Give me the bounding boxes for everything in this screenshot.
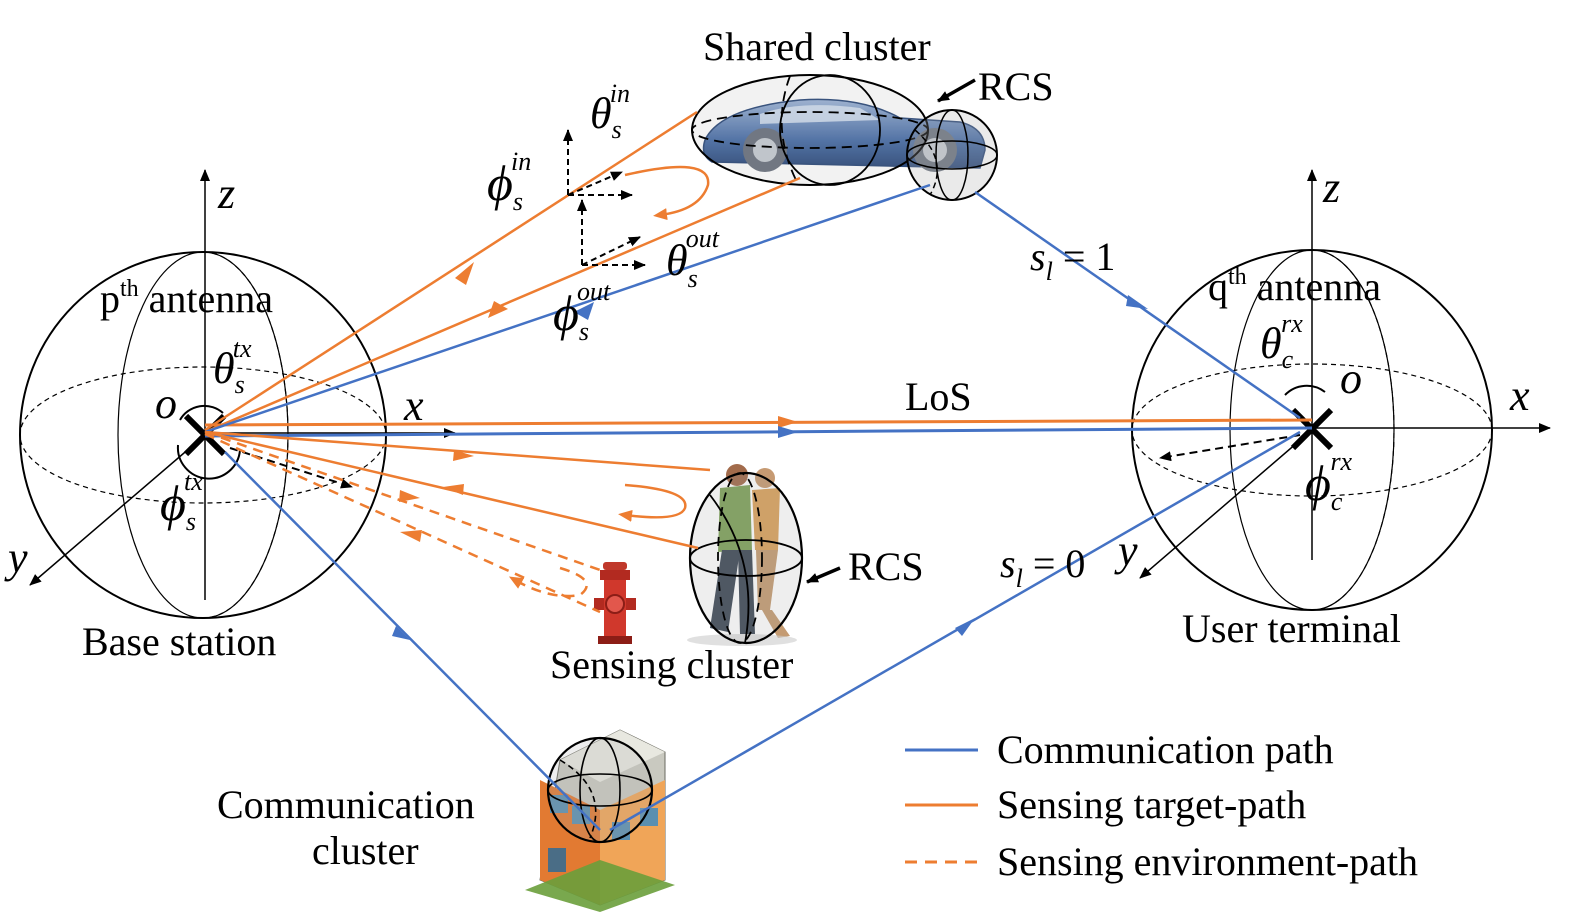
bs-y-axis-label: y <box>4 533 28 582</box>
legend-label-sensing-target: Sensing target-path <box>997 782 1306 827</box>
sensing-cluster-label: Sensing cluster <box>550 642 793 687</box>
legend-label-sensing-environment: Sensing environment-path <box>997 839 1418 884</box>
sl-equals-0-label: sl = 0 <box>1000 541 1085 593</box>
ut-origin-label: o <box>1340 354 1362 403</box>
los-sensing-path <box>204 418 1313 427</box>
los-arrow-sensing <box>778 416 798 428</box>
outgoing-angle-frame <box>577 199 646 270</box>
sensing-path-from-car <box>204 176 801 434</box>
car-bounce-loop <box>624 165 710 221</box>
sensing-path-to-car <box>204 110 698 432</box>
phi-out-label: ϕsout <box>553 277 611 346</box>
shared-cluster-ellipsoid <box>691 74 929 186</box>
rcs-label-car: RCS <box>978 64 1054 109</box>
building-image <box>525 729 675 912</box>
shared-cluster-label: Shared cluster <box>703 24 931 69</box>
bs-x-axis-label: x <box>403 381 424 430</box>
pedestrians-image <box>687 464 797 646</box>
communication-cluster-sphere <box>546 736 654 844</box>
phi-tx-label: ϕstx <box>160 467 203 536</box>
communication-path-to-building <box>224 451 601 831</box>
bs-z-axis-label: z <box>217 169 235 218</box>
sensing-path-to-pedestrians <box>204 430 711 472</box>
ut-z-axis-label: z <box>1322 163 1340 212</box>
communication-cluster-label-line2: cluster <box>312 828 419 873</box>
phi-in-label: ϕsin <box>487 147 531 216</box>
theta-rx-label: θcrx <box>1260 309 1303 374</box>
incoming-angle-frame <box>563 129 633 200</box>
legend: Communication path Sensing target-path S… <box>905 727 1418 884</box>
theta-out-label: θsout <box>666 224 720 293</box>
q-antenna-label: qth antenna <box>1208 264 1381 309</box>
theta-tx-label: θstx <box>213 334 252 399</box>
legend-item-sensing-target: Sensing target-path <box>905 782 1306 827</box>
sensing-cluster-ellipsoid <box>688 471 804 645</box>
los-communication-path <box>204 426 1313 438</box>
communication-path-to-car <box>204 183 931 434</box>
bs-origin-label: o <box>155 379 177 428</box>
rcs-sphere-car <box>906 109 998 201</box>
rcs-pointer-people <box>806 566 841 584</box>
sl-equals-1-label: sl = 1 <box>1030 234 1115 286</box>
environment-path-from-hydrant <box>204 432 601 614</box>
p-antenna-label: pth antenna <box>100 276 273 321</box>
hydrant-bounce-loop <box>508 566 588 598</box>
rcs-label-pedestrians: RCS <box>848 544 924 589</box>
communication-cluster-label-line1: Communication <box>217 782 475 827</box>
legend-item-sensing-environment: Sensing environment-path <box>905 839 1418 884</box>
base-station-label: Base station <box>82 619 276 664</box>
los-arrow-communication <box>778 426 798 438</box>
user-terminal-label: User terminal <box>1182 606 1401 651</box>
phi-rx-label: ϕcrx <box>1305 447 1353 516</box>
legend-item-communication: Communication path <box>905 727 1334 772</box>
los-label: LoS <box>905 374 972 419</box>
ut-y-axis-label: y <box>1114 526 1138 575</box>
theta-in-label: θsin <box>590 79 630 144</box>
fire-hydrant-image <box>594 562 636 644</box>
pedestrian-bounce-loop <box>618 483 687 522</box>
rcs-pointer-car <box>937 78 976 103</box>
legend-label-communication: Communication path <box>997 727 1334 772</box>
communication-path-building-to-ut <box>609 430 1301 832</box>
ut-x-axis-label: x <box>1509 371 1530 420</box>
